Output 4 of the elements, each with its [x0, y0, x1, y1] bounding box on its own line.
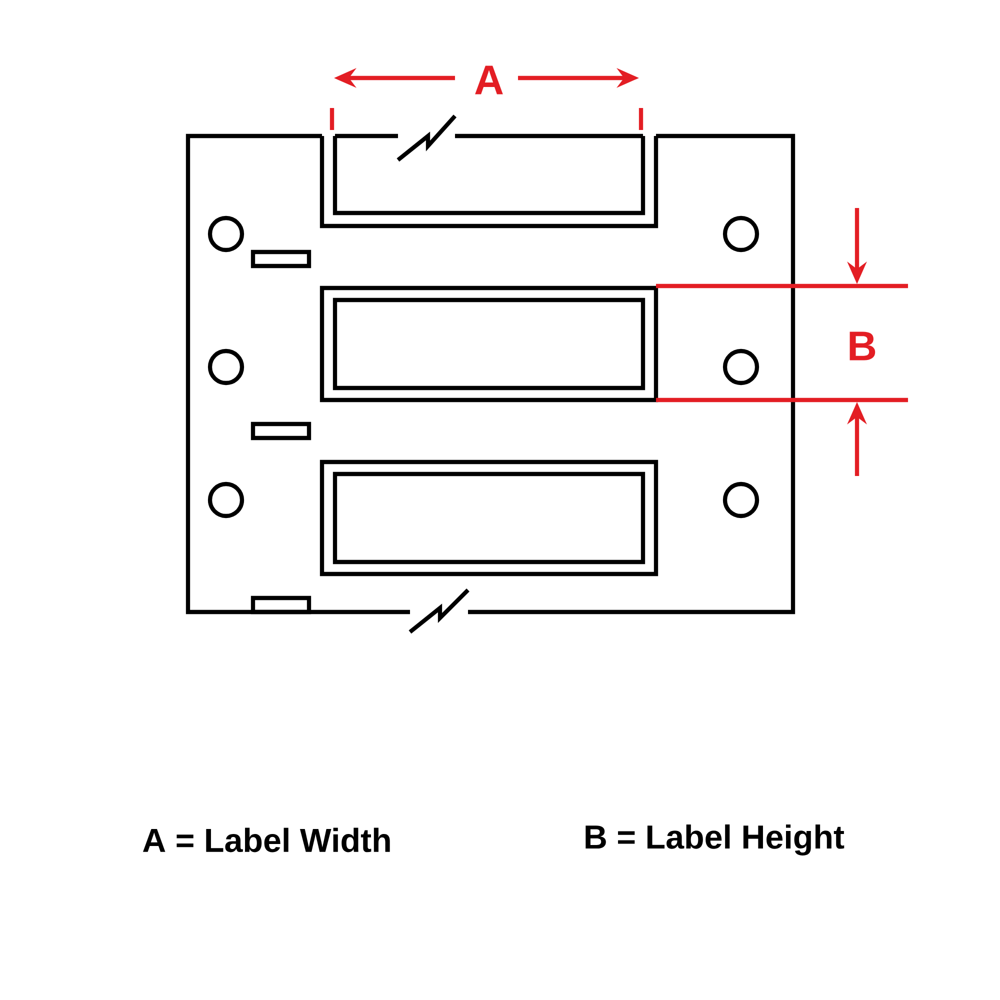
dimension-label: B: [850, 332, 876, 360]
legend-text: B = Label Height: [586, 824, 844, 856]
legend-text: A = Label Width: [142, 828, 390, 852]
dimension-label: A: [475, 66, 503, 94]
